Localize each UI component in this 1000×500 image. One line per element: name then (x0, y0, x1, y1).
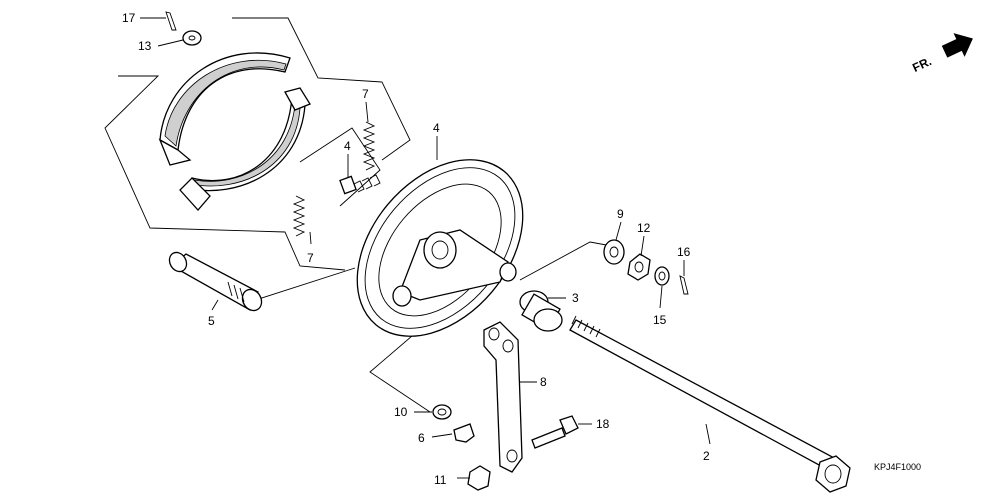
brake-cam (168, 251, 263, 312)
brake-arm (483, 321, 523, 473)
anchor-pin (339, 174, 381, 195)
part-number-8: 8 (540, 375, 547, 389)
brake-shoe-lower (179, 87, 311, 211)
part-number-4-pin: 4 (344, 139, 351, 153)
spring-upper (362, 121, 376, 171)
part-number-3: 3 (572, 291, 579, 305)
front-arrow-icon (941, 33, 973, 58)
part-number-4-panel: 4 (433, 121, 440, 135)
spring-lower (292, 195, 306, 237)
part-number-12: 12 (637, 221, 651, 235)
part-number-13: 13 (138, 39, 152, 53)
part-number-10: 10 (394, 405, 408, 419)
part-number-7-upper: 7 (362, 87, 369, 101)
collar (519, 290, 563, 332)
part-number-7-lower: 7 (307, 251, 314, 265)
cotter-pin-16 (679, 275, 689, 295)
washer-9 (603, 239, 625, 265)
brake-panel (356, 159, 524, 337)
part-number-11: 11 (434, 473, 447, 487)
part-number-2: 2 (703, 449, 710, 463)
front-label: FR. (910, 54, 933, 75)
bolt-18 (531, 415, 579, 449)
group-bracket-lines (104, 17, 613, 413)
part-number-17: 17 (122, 11, 136, 25)
axle (569, 315, 851, 493)
diagram-code: KPJ4F1000 (874, 462, 921, 472)
nut-12 (627, 253, 651, 281)
part-number-6: 6 (418, 431, 425, 445)
washer-10 (432, 404, 452, 420)
washer-15 (654, 266, 670, 286)
brake-shoe-upper (158, 52, 291, 166)
washer-13 (182, 30, 202, 46)
indicator-6 (453, 423, 475, 443)
leader-lines (140, 17, 711, 479)
part-number-15: 15 (653, 313, 667, 327)
part-number-9: 9 (617, 207, 624, 221)
part-number-16: 16 (677, 245, 691, 259)
part-number-18: 18 (596, 417, 610, 431)
part-number-5: 5 (208, 314, 215, 328)
cotter-pin-17 (165, 11, 177, 31)
part-number-labels: 17 13 7 4 4 7 5 3 9 12 16 15 8 10 6 11 1… (122, 11, 710, 487)
nut-11 (467, 465, 491, 491)
front-direction-indicator: FR. (910, 33, 973, 75)
